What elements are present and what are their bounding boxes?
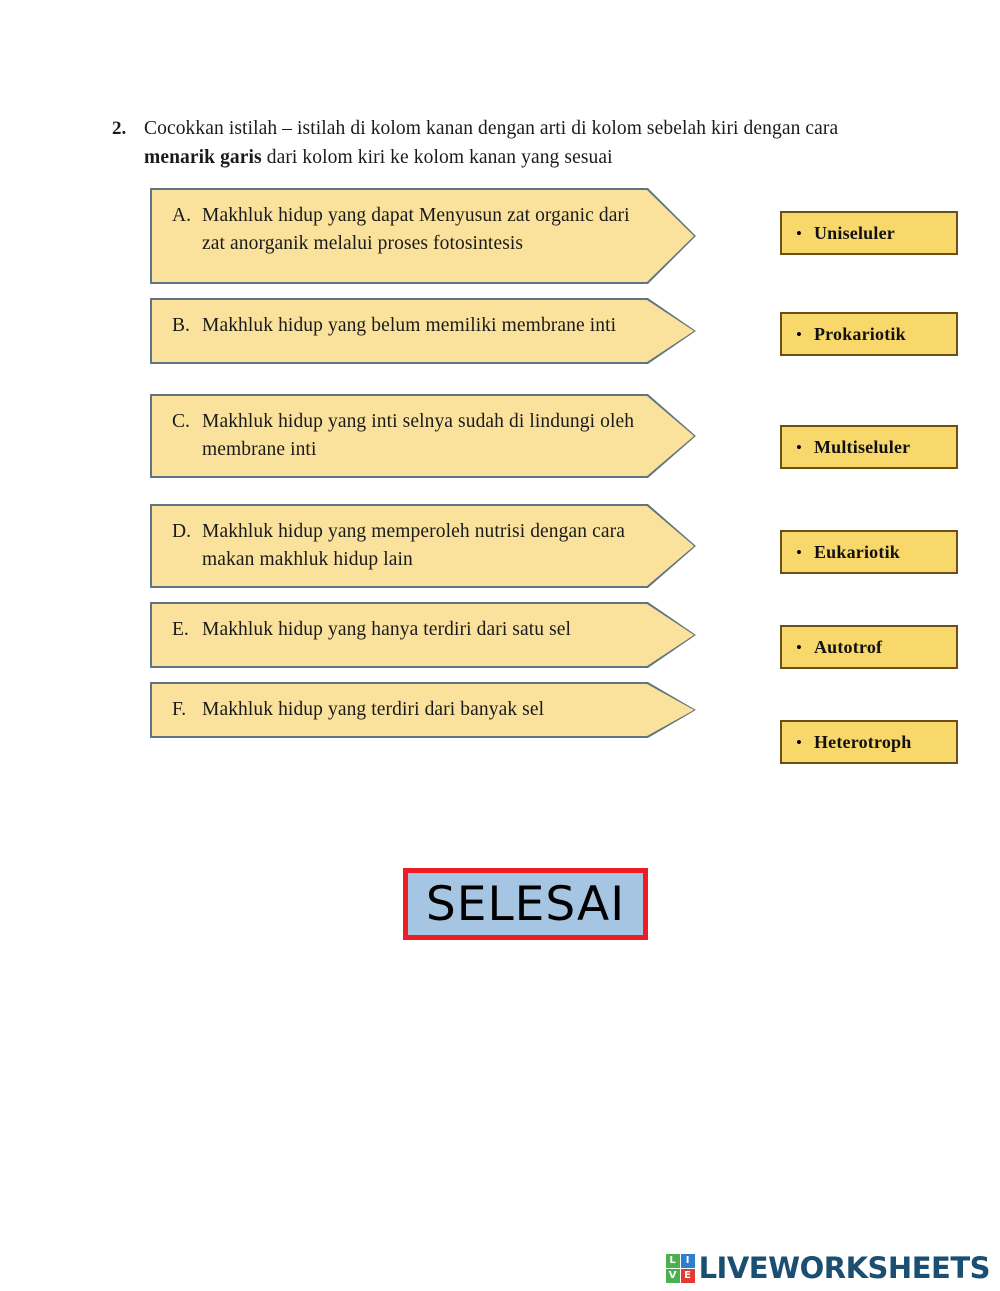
definition-text-b: Makhluk hidup yang belum memiliki membra… xyxy=(202,315,617,336)
logo-tile-v: V xyxy=(665,1269,680,1283)
arrow-content-a: A. Makhluk hidup yang dapat Menyusun zat… xyxy=(150,188,696,284)
definition-letter-f: F. xyxy=(172,699,187,720)
term-box-uniseluler[interactable]: • Uniseluler xyxy=(780,211,958,255)
bullet-icon: • xyxy=(796,223,802,243)
term-label-heterotroph: Heterotroph xyxy=(813,731,912,752)
arrow-content-d: D. Makhluk hidup yang memperoleh nutrisi… xyxy=(150,504,696,588)
term-box-autotrof[interactable]: • Autotrof xyxy=(780,625,958,669)
term-box-heterotroph[interactable]: • Heterotroph xyxy=(780,720,958,764)
instruction-part-2: dari kolom kiri ke kolom kanan yang sesu… xyxy=(261,147,613,168)
definition-item-d[interactable]: D. Makhluk hidup yang memperoleh nutrisi… xyxy=(150,504,696,588)
definition-text-d: Makhluk hidup yang memperoleh nutrisi de… xyxy=(202,521,625,570)
term-box-multiseluler[interactable]: • Multiseluler xyxy=(780,425,958,469)
definition-item-e[interactable]: E. Makhluk hidup yang hanya terdiri dari… xyxy=(150,602,696,668)
definition-text-e: Makhluk hidup yang hanya terdiri dari sa… xyxy=(202,619,572,640)
arrow-fill-b xyxy=(152,300,694,362)
bullet-icon: • xyxy=(796,732,802,752)
term-label-eukariotik: Eukariotik xyxy=(813,541,900,562)
definition-item-b[interactable]: B. Makhluk hidup yang belum memiliki mem… xyxy=(150,298,696,364)
definition-letter-b: B. xyxy=(172,315,190,336)
bullet-icon: • xyxy=(796,324,802,344)
question-number: 2. xyxy=(112,118,127,139)
bullet-icon: • xyxy=(796,437,802,457)
liveworksheets-wordmark: LIVEWORKSHEETS xyxy=(698,1251,991,1285)
logo-tile-l: L xyxy=(665,1254,680,1268)
definition-item-f[interactable]: F. Makhluk hidup yang terdiri dari banya… xyxy=(150,682,696,738)
arrow-fill-e xyxy=(152,604,694,666)
definition-text-c: Makhluk hidup yang inti selnya sudah di … xyxy=(202,411,635,460)
arrow-shape-f: F. Makhluk hidup yang terdiri dari banya… xyxy=(150,682,696,738)
definition-text-a: Makhluk hidup yang dapat Menyusun zat or… xyxy=(202,205,630,254)
liveworksheets-tiles-icon: L I V E xyxy=(665,1254,695,1283)
definition-letter-d: D. xyxy=(172,521,191,542)
arrow-fill-f xyxy=(152,684,694,736)
arrow-content-f: F. Makhluk hidup yang terdiri dari banya… xyxy=(150,682,604,738)
bullet-icon: • xyxy=(796,542,802,562)
term-box-eukariotik[interactable]: • Eukariotik xyxy=(780,530,958,574)
selesai-button-label: SELESAI xyxy=(425,876,626,932)
arrow-shape-e: E. Makhluk hidup yang hanya terdiri dari… xyxy=(150,602,696,668)
liveworksheets-logo: L I V E LIVEWORKSHEETS xyxy=(665,1251,991,1285)
question-header: 2. Cocokkan istilah – istilah di kolom k… xyxy=(112,114,872,172)
definition-text-f: Makhluk hidup yang terdiri dari banyak s… xyxy=(202,699,545,720)
definition-letter-e: E. xyxy=(172,619,189,640)
instruction-emphasis: menarik garis xyxy=(144,147,262,168)
bullet-icon: • xyxy=(796,637,802,657)
definition-letter-a: A. xyxy=(172,205,191,226)
term-label-autotrof: Autotrof xyxy=(813,636,883,657)
arrow-content-b: B. Makhluk hidup yang belum memiliki mem… xyxy=(150,298,676,364)
term-box-prokariotik[interactable]: • Prokariotik xyxy=(780,312,958,356)
term-label-prokariotik: Prokariotik xyxy=(813,323,906,344)
selesai-submit-button[interactable]: SELESAI xyxy=(403,868,648,940)
arrow-shape-b: B. Makhluk hidup yang belum memiliki mem… xyxy=(150,298,696,364)
instruction-part-1: Cocokkan istilah – istilah di kolom kana… xyxy=(144,118,839,139)
arrow-shape-c: C. Makhluk hidup yang inti selnya sudah … xyxy=(150,394,696,478)
definition-letter-c: C. xyxy=(172,411,190,432)
question-instruction: Cocokkan istilah – istilah di kolom kana… xyxy=(144,114,872,172)
term-label-uniseluler: Uniseluler xyxy=(813,222,895,243)
arrow-shape-a: A. Makhluk hidup yang dapat Menyusun zat… xyxy=(150,188,696,284)
arrow-content-e: E. Makhluk hidup yang hanya terdiri dari… xyxy=(150,602,631,668)
arrow-fill-c xyxy=(152,396,694,476)
definitions-column: A. Makhluk hidup yang dapat Menyusun zat… xyxy=(150,188,710,750)
logo-tile-e: E xyxy=(680,1269,695,1283)
term-label-multiseluler: Multiseluler xyxy=(813,436,911,457)
logo-tile-i: I xyxy=(680,1254,695,1268)
definition-item-c[interactable]: C. Makhluk hidup yang inti selnya sudah … xyxy=(150,394,696,478)
arrow-fill-d xyxy=(152,506,694,586)
arrow-shape-d: D. Makhluk hidup yang memperoleh nutrisi… xyxy=(150,504,696,588)
definition-item-a[interactable]: A. Makhluk hidup yang dapat Menyusun zat… xyxy=(150,188,696,284)
arrow-content-c: C. Makhluk hidup yang inti selnya sudah … xyxy=(150,394,696,478)
arrow-fill-a xyxy=(152,190,694,282)
